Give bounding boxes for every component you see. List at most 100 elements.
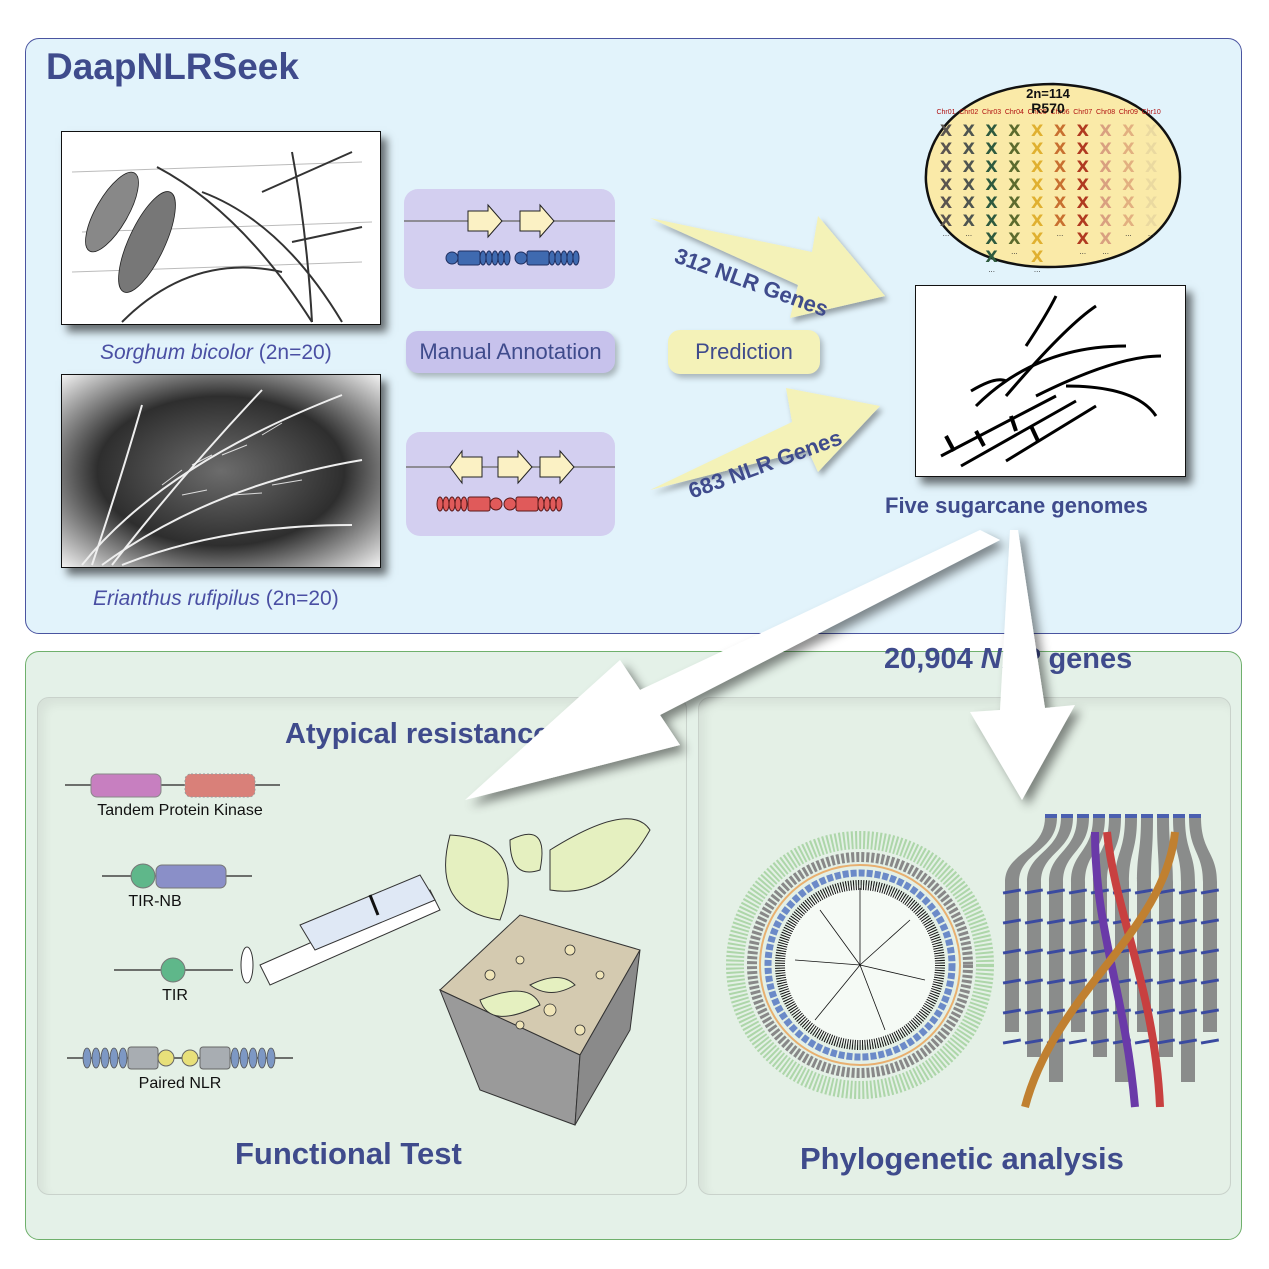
chromosome-icon: X [985, 193, 998, 212]
chromosome-marker [1002, 1008, 1022, 1015]
chromosome-icon: X [1077, 211, 1090, 230]
chromosome-icon: X [1031, 139, 1044, 158]
chromosome-marker [1178, 978, 1198, 985]
paired-domain-icon [157, 1049, 175, 1067]
chromosome-icon: X [963, 211, 976, 230]
synteny-ribbon [1071, 817, 1105, 1032]
chromosome-marker [1068, 978, 1088, 985]
synteny-ribbon [1005, 817, 1057, 1032]
chromosome-marker [1068, 918, 1088, 925]
chromosome-icon: X [1031, 247, 1044, 266]
kinase-domain-icon [184, 773, 256, 798]
erianthus-gene-diagram [406, 449, 615, 512]
nb-domain-icon [127, 1046, 159, 1070]
gene-arrow-left-icon [449, 449, 483, 485]
prediction-arrows [650, 216, 885, 490]
synteny-ribbon [1173, 817, 1195, 1082]
lrr-repeats-icon [82, 1047, 276, 1069]
nlr-total-label: 20,904 NLR genes [884, 643, 1132, 676]
chromosome-icon: X [1145, 157, 1158, 176]
chromosome-ellipsis: ... [1079, 247, 1086, 256]
chromosome-icon: X [1099, 139, 1112, 158]
chromosome-icon: X [1077, 157, 1090, 176]
chromosome-icon: X [985, 247, 998, 266]
tir-domain-icon [160, 957, 186, 983]
erianthus-illustration [81, 389, 363, 566]
domain-label-tir-nb: TIR-NB [128, 893, 182, 910]
chromosome-marker [1090, 1008, 1110, 1015]
chromosome-icon: X [1145, 139, 1158, 158]
chromosome-ellipsis: ... [988, 265, 995, 274]
chromosome-marker [1156, 948, 1176, 955]
chromosome-icon: X [940, 157, 953, 176]
nlr-total-suffix: genes [1048, 643, 1133, 675]
chromosome-icon: X [1122, 211, 1135, 230]
chromosome-label: Chr08 [1096, 109, 1115, 116]
domain-label-tir: TIR [162, 987, 188, 1004]
chromosome-marker [1046, 1008, 1066, 1015]
chromosome-icon: X [1008, 121, 1021, 140]
synteny-ribbons [1002, 814, 1220, 1109]
erianthus-image [61, 374, 381, 568]
chromosome-icon: X [1031, 121, 1044, 140]
chromosome-marker [1178, 1008, 1198, 1015]
chromosome-marker [1061, 814, 1073, 818]
chromosome-icon: X [1054, 211, 1067, 230]
karyotype-cultivar: R570 [1031, 100, 1065, 116]
sugarcane-illustration [940, 295, 1162, 468]
chromosome-marker [1002, 918, 1022, 925]
chromosome-marker [1200, 978, 1220, 985]
chromosome-icon: X [963, 175, 976, 194]
chromosome-marker [1024, 1038, 1044, 1045]
chromosome-ellipsis: ... [943, 229, 950, 238]
chromosome-icon: X [1031, 175, 1044, 194]
chromosome-marker [1141, 814, 1153, 818]
chromosome-marker [1077, 814, 1089, 818]
chromosome-icon: X [1145, 175, 1158, 194]
chromosome-icon: X [1099, 211, 1112, 230]
synteny-ribbon [1189, 817, 1217, 1032]
nb-domain-icon [155, 864, 227, 889]
chromosome-icon: X [1122, 175, 1135, 194]
chromosome-icon: X [1008, 175, 1021, 194]
chromosome-icon: X [1031, 229, 1044, 248]
chromosome-label: Chr10 [1142, 109, 1161, 116]
chromosome-marker [1156, 888, 1176, 895]
chromosome-marker [1002, 948, 1022, 955]
chromosome-icon: X [1099, 121, 1112, 140]
domain-diagrams [65, 773, 293, 1070]
chromosome-icon: X [1054, 157, 1067, 176]
chromosome-marker [1134, 948, 1154, 955]
chromosome-icon: X [963, 139, 976, 158]
chromosome-marker [1178, 888, 1198, 895]
chromosome-icon: X [1145, 193, 1158, 212]
chromosome-icon: X [1054, 175, 1067, 194]
chromosome-icon: X [985, 121, 998, 140]
plant-leaves-icon [445, 818, 651, 1017]
chromosome-marker [1156, 1008, 1176, 1015]
chromosome-marker [1156, 918, 1176, 925]
chromosome-label: Chr01 [936, 109, 955, 116]
chromosome-ellipsis: ... [965, 229, 972, 238]
chromosome-marker [1046, 978, 1066, 985]
domain-label-kinase: Tandem Protein Kinase [97, 802, 263, 819]
chromosome-marker [1068, 948, 1088, 955]
chromosome-marker [1046, 888, 1066, 895]
sorghum-image [61, 131, 381, 325]
chromosome-ellipsis: ... [1148, 229, 1155, 238]
chromosome-icon: X [985, 229, 998, 248]
phylogenetic-tree [726, 831, 994, 1099]
sorghum-label: Sorghum bicolor (2n=20) [100, 341, 332, 365]
nb-domain-icon [199, 1046, 231, 1070]
gene-arrow-right-icon [497, 449, 533, 485]
chromosome-marker [1024, 978, 1044, 985]
chromosome-icon: X [1099, 229, 1112, 248]
chromosome-marker [1178, 1038, 1198, 1045]
prediction-label: Prediction [668, 330, 820, 374]
chromosome-icon: X [1008, 157, 1021, 176]
chromosome-icon: X [1122, 139, 1135, 158]
kinase-domain-icon [90, 773, 162, 798]
chromosome-icon: X [1008, 211, 1021, 230]
nlr-total-number: 20,904 [884, 643, 973, 675]
chromosome-ellipsis: ... [1057, 229, 1064, 238]
